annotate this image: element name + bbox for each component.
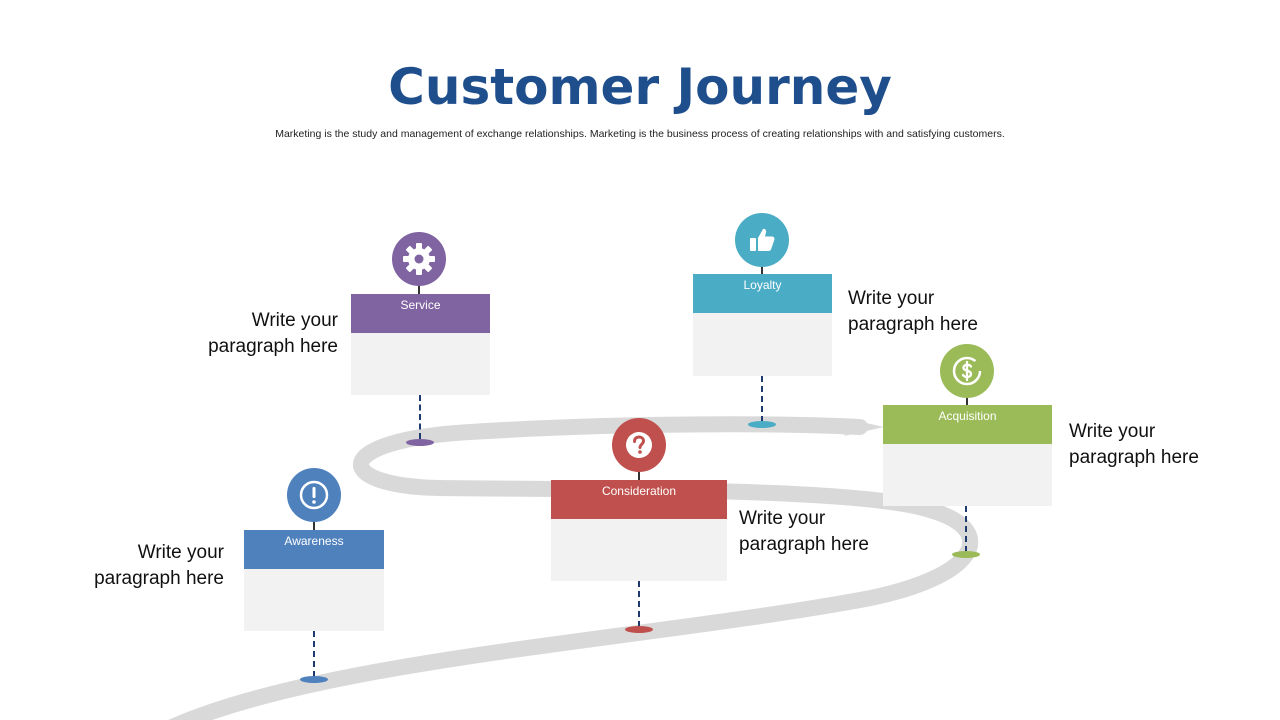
stage-service: Service [351,232,491,452]
thumbs-up-icon [735,213,789,267]
stage-acquisition-header: Acquisition [883,405,1052,444]
stage-awareness-text: Write your paragraph here [94,542,224,589]
stage-awareness-header: Awareness [244,530,384,569]
stage-service-text: Write your paragraph here [208,310,338,357]
question-icon [612,418,666,472]
stage-loyalty-text: Write your paragraph here [848,288,978,335]
stage-service-header: Service [351,294,490,333]
stage-awareness-marker [300,676,328,683]
stage-loyalty: Loyalty [693,213,832,433]
stage-acquisition-text: Write your paragraph here [1069,421,1199,468]
exclamation-icon [287,468,341,522]
dollar-icon [940,344,994,398]
stage-awareness: Awareness [244,468,384,688]
stage-service-marker [406,439,434,446]
stage-loyalty-header: Loyalty [693,274,832,313]
stage-consideration: Consideration [551,418,727,638]
stage-consideration-text: Write your paragraph here [739,508,869,555]
page-title: Customer Journey [388,58,892,116]
road-arrow-head [844,418,884,436]
stage-consideration-marker [625,626,653,633]
page-subtitle: Marketing is the study and management of… [275,128,1005,140]
stage-loyalty-marker [748,421,776,428]
stage-acquisition-marker [952,551,980,558]
stage-consideration-header: Consideration [551,480,727,519]
gear-icon [392,232,446,286]
stage-acquisition: Acquisition [883,344,1052,564]
